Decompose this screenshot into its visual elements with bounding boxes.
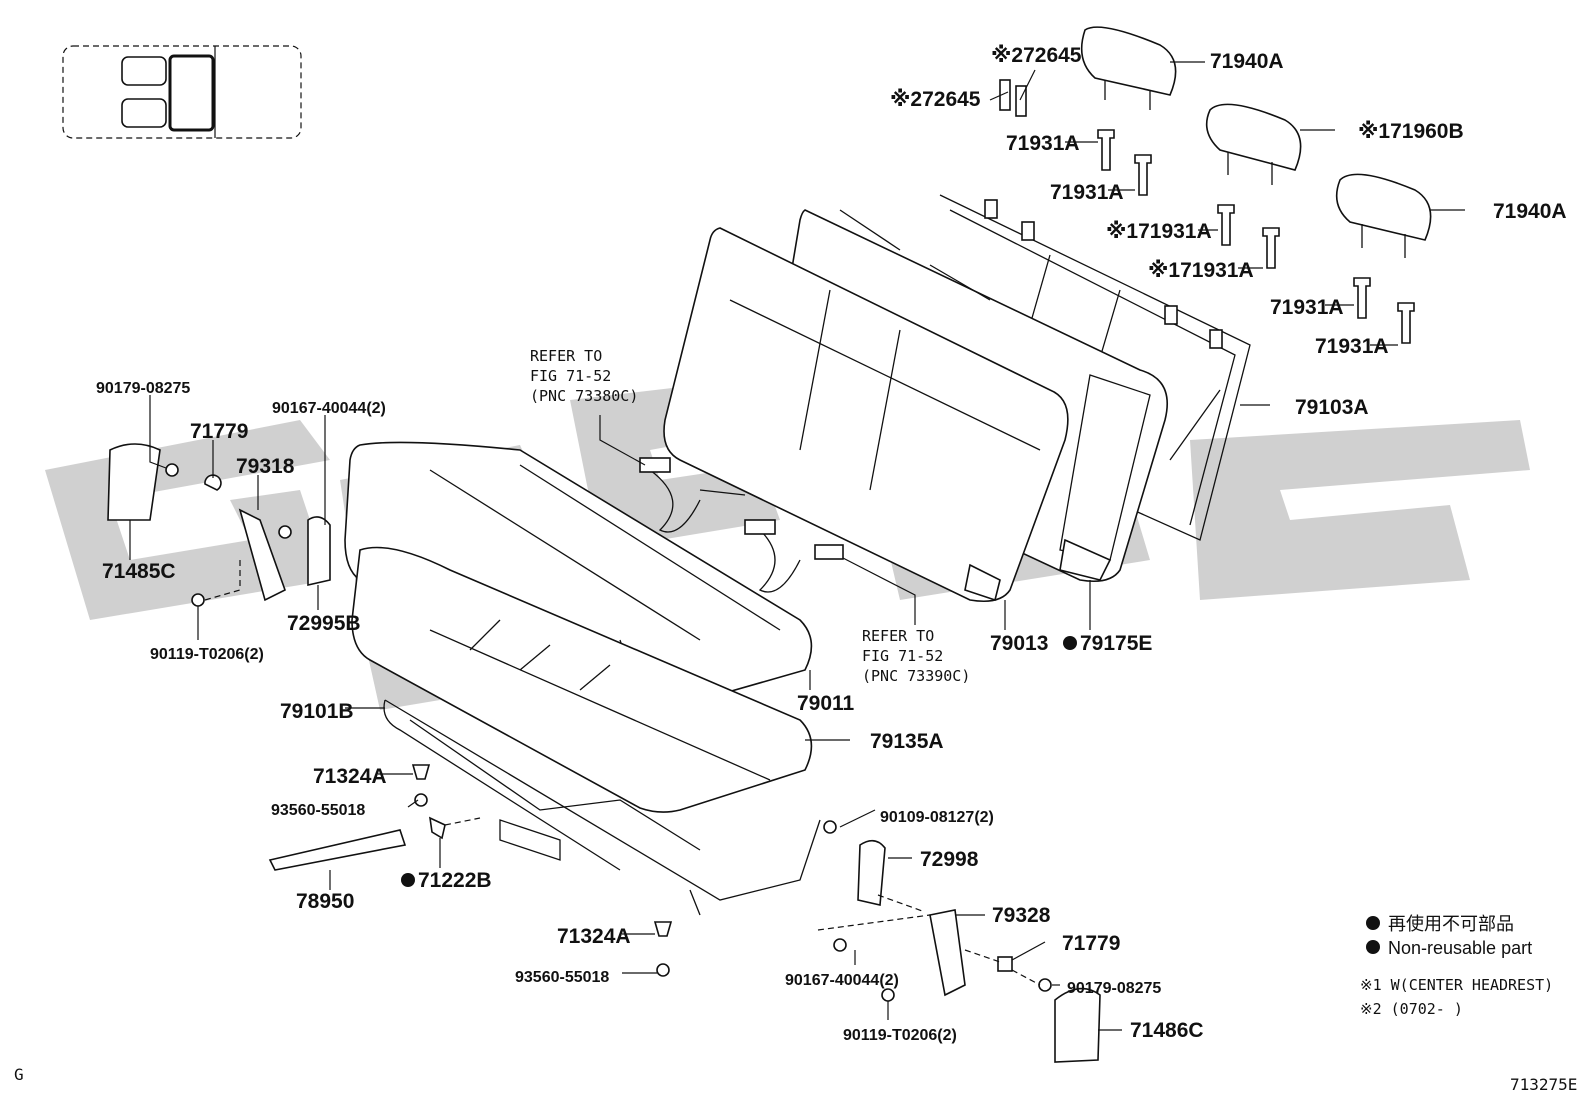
non-reusable-marker-79175e [1063, 636, 1077, 650]
label-93560-bot: 93560-55018 [515, 969, 609, 986]
label-71931a-2: 71931A [1050, 181, 1124, 204]
seat-cushion-frame [383, 699, 821, 916]
refer-top-line1: REFER TO [530, 347, 602, 365]
headrest-71960b [1205, 103, 1302, 185]
headrest-supports [999, 79, 1415, 344]
label-71485c: 71485C [102, 560, 176, 583]
refer-note-bottom: REFER TO FIG 71-52 (PNC 73390C) [862, 627, 970, 685]
label-71222b: 71222B [418, 869, 492, 892]
label-90179-right: 90179-08275 [1067, 980, 1161, 997]
label-71779-right: 71779 [1062, 932, 1120, 955]
refer-note-top: REFER TO FIG 71-52 (PNC 73380C) [530, 347, 638, 405]
label-79328: 79328 [992, 904, 1051, 927]
label-71324a-bot: 71324A [557, 925, 631, 948]
part-labels: ※272645 ※272645 71940A ※171960B 71940A 7… [96, 44, 1567, 1044]
seat-belts [639, 457, 844, 593]
label-71940a-top: 71940A [1210, 50, 1284, 73]
left-hinge-parts [107, 443, 331, 607]
legend-jp: 再使用不可部品 [1388, 914, 1514, 934]
legend-note2: ※2 (0702- ) [1360, 1000, 1463, 1018]
label-71931a-6: 71931A [1315, 335, 1389, 358]
label-93560-top: 93560-55018 [271, 802, 365, 819]
non-reusable-marker-71222b [401, 873, 415, 887]
label-72645-b: ※272645 [890, 88, 981, 111]
label-71960b: ※171960B [1358, 120, 1464, 143]
legend: 再使用不可部品 Non-reusable part ※1 W(CENTER HE… [1360, 914, 1553, 1018]
corner-letter: G [14, 1065, 24, 1084]
label-71931a-5: 71931A [1270, 296, 1344, 319]
seat-cushion-pad [351, 546, 813, 813]
label-71486c: 71486C [1130, 1019, 1204, 1042]
label-72645-a: ※272645 [991, 44, 1082, 67]
diagram-code: 713275E [1510, 1075, 1577, 1094]
cushion-fasteners [268, 764, 673, 977]
legend-bullet-jp [1366, 916, 1380, 930]
headrest-71940a-right [1335, 173, 1432, 258]
label-79103a: 79103A [1295, 396, 1369, 419]
label-90179-left: 90179-08275 [96, 380, 190, 397]
label-71324a-top: 71324A [313, 765, 387, 788]
label-90119-right: 90119-T0206(2) [843, 1027, 957, 1044]
label-79013: 79013 [990, 632, 1048, 655]
label-90119-left: 90119-T0206(2) [150, 646, 264, 663]
label-79011: 79011 [797, 692, 855, 715]
refer-bottom-line3: (PNC 73390C) [862, 667, 970, 685]
label-90167-right: 90167-40044(2) [785, 972, 899, 989]
label-72998: 72998 [920, 848, 979, 871]
legend-en: Non-reusable part [1388, 938, 1532, 958]
vehicle-inset [62, 45, 302, 139]
label-78950: 78950 [296, 890, 354, 913]
label-90109: 90109-08127(2) [880, 809, 994, 826]
refer-top-line2: FIG 71-52 [530, 367, 611, 385]
label-71779-left: 71779 [190, 420, 248, 443]
label-71931a-4: ※171931A [1148, 259, 1254, 282]
label-71931a-3: ※171931A [1106, 220, 1212, 243]
label-79318: 79318 [236, 455, 295, 478]
label-72995b: 72995B [287, 612, 361, 635]
label-71931a-1: 71931A [1006, 132, 1080, 155]
refer-bottom-line2: FIG 71-52 [862, 647, 943, 665]
right-hinge-parts [823, 820, 1101, 1063]
label-71940a-right: 71940A [1493, 200, 1567, 223]
refer-bottom-line1: REFER TO [862, 627, 934, 645]
headrest-71940a-top [1080, 26, 1177, 110]
leader-lines [129, 61, 1465, 1031]
label-90167-left: 90167-40044(2) [272, 400, 386, 417]
label-79135a: 79135A [870, 730, 944, 753]
legend-bullet-en [1366, 940, 1380, 954]
label-79175e: 79175E [1080, 632, 1152, 655]
refer-top-line3: (PNC 73380C) [530, 387, 638, 405]
seatback-cover [663, 227, 1151, 603]
label-79101b: 79101B [280, 700, 354, 723]
legend-note1: ※1 W(CENTER HEADREST) [1360, 976, 1553, 994]
